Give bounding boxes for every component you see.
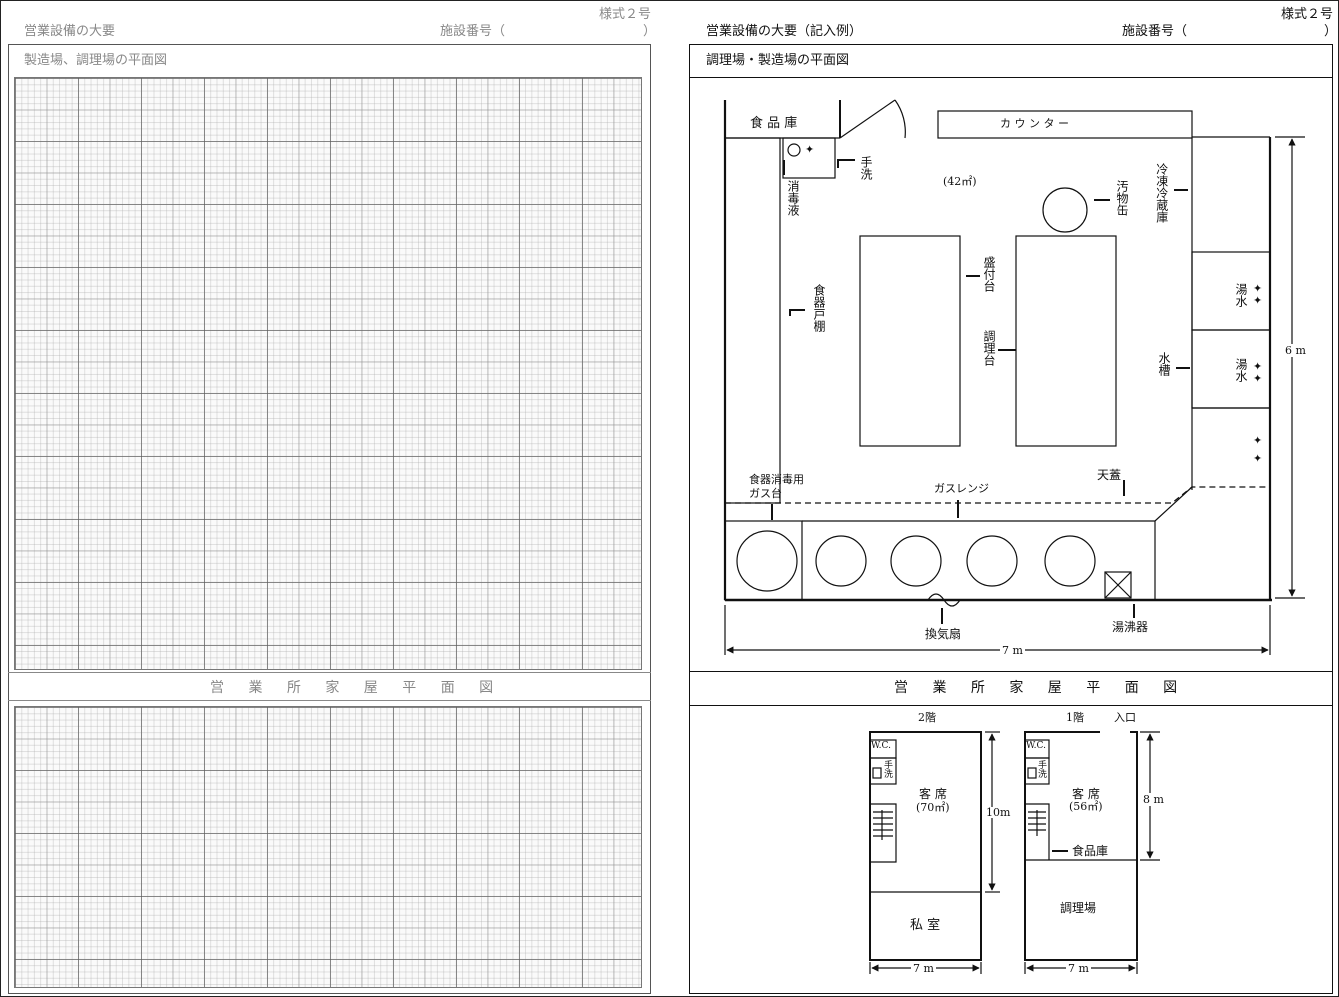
plating-table	[859, 235, 961, 447]
floor1-seating-area: (56㎡)	[1069, 800, 1103, 813]
label-sink: 水槽	[1157, 352, 1171, 376]
label-hot-water-2: 湯水	[1234, 358, 1248, 382]
divider	[689, 671, 1333, 672]
floor1-label: 1階	[1066, 711, 1084, 724]
floor1-kitchen: 調理場	[1060, 901, 1097, 915]
facility-number-label: 施設番号（	[1122, 24, 1188, 39]
right-form-frame	[689, 44, 1333, 994]
floor1-entrance: 入口	[1114, 711, 1136, 724]
label-gas-range: ガスレンジ	[934, 482, 989, 495]
label-dish-sterilizer-2: ガス台	[749, 487, 782, 500]
floor2-handwash: 手洗	[882, 760, 892, 778]
canopy-outline	[725, 486, 1270, 504]
label-handwash: 手洗	[859, 156, 873, 180]
floor2-width-dim: 7 m	[911, 962, 936, 975]
floor2-seating: 客 席	[919, 787, 947, 801]
floor2-height-dim: 10m	[986, 806, 1011, 819]
label-hot-water-1: 湯水	[1234, 283, 1248, 307]
label-counter: カ ウ ン タ ー	[1000, 117, 1069, 130]
dimension-width-label: 7 m	[1000, 644, 1025, 657]
svg-text:✦: ✦	[1253, 294, 1262, 307]
label-cooking-table: 調理台	[982, 330, 996, 366]
waste-can	[1042, 187, 1088, 233]
section-title-kitchen-plan: 製造場、調理場の平面図	[24, 53, 168, 68]
label-dish-sterilizer-1: 食器消毒用	[749, 473, 804, 486]
floor1-height-dim: 8 m	[1143, 793, 1164, 806]
facility-number-label: 施設番号（	[440, 24, 506, 39]
dish-cabinet	[724, 137, 781, 504]
floor2-outline	[869, 731, 982, 961]
label-area: (42㎡)	[943, 175, 977, 188]
floor2-wc: W.C.	[871, 741, 891, 751]
floor1-outline	[1024, 731, 1138, 961]
label-fridge: 冷凍冷蔵庫	[1154, 163, 1169, 223]
header-title: 営業設備の大要	[24, 24, 116, 39]
form-number: 様式２号	[599, 7, 652, 22]
svg-text:✦: ✦	[1253, 452, 1262, 465]
label-storage: 食 品 庫	[750, 116, 798, 131]
floor2-private-room: 私 室	[910, 918, 941, 933]
floor2-label: 2階	[918, 711, 936, 724]
divider	[689, 705, 1333, 706]
section-title-house-plan: 営 業 所 家 屋 平 面 図	[210, 680, 504, 696]
label-waste-can: 汚物缶	[1115, 180, 1129, 216]
label-canopy: 天蓋	[1097, 468, 1122, 482]
section-title-house-plan: 営 業 所 家 屋 平 面 図	[894, 680, 1188, 696]
svg-text:✦: ✦	[1253, 372, 1262, 385]
floor1-width-dim: 7 m	[1066, 962, 1091, 975]
label-plating-table: 盛付台	[982, 256, 996, 292]
svg-text:✦: ✦	[1253, 282, 1262, 295]
floor1-handwash: 手洗	[1036, 760, 1046, 778]
floor1-wc: W.C.	[1026, 741, 1046, 751]
counter	[937, 110, 1193, 139]
label-dish-cabinet: 食器戸棚	[812, 284, 826, 332]
svg-text:✦: ✦	[1253, 360, 1262, 373]
svg-text:✦: ✦	[1253, 434, 1262, 447]
cooking-table	[1015, 235, 1117, 447]
house-plan-grid[interactable]	[14, 706, 642, 988]
divider	[689, 77, 1333, 78]
floor1-storage: 食品庫	[1072, 844, 1109, 858]
svg-text:✦: ✦	[805, 143, 814, 156]
label-water-heater: 湯沸器	[1112, 620, 1149, 634]
divider	[8, 672, 651, 673]
facility-number-close: ）	[643, 24, 657, 39]
floor2-seating-area: (70㎡)	[916, 801, 950, 814]
facility-number-close: ）	[1324, 24, 1338, 39]
form-number: 様式２号	[1281, 7, 1334, 22]
floor1-seating: 客 席	[1072, 787, 1100, 801]
label-disinfectant: 消毒液	[786, 180, 800, 216]
dimension-depth-label: 6 m	[1285, 344, 1306, 357]
header-title: 営業設備の大要（記入例）	[706, 24, 863, 39]
left-form-frame	[8, 44, 651, 994]
label-ventilation-fan: 換気扇	[925, 627, 962, 641]
divider	[8, 700, 651, 701]
section-title-kitchen-plan: 調理場・製造場の平面図	[706, 53, 850, 68]
kitchen-plan-grid[interactable]	[14, 77, 642, 670]
